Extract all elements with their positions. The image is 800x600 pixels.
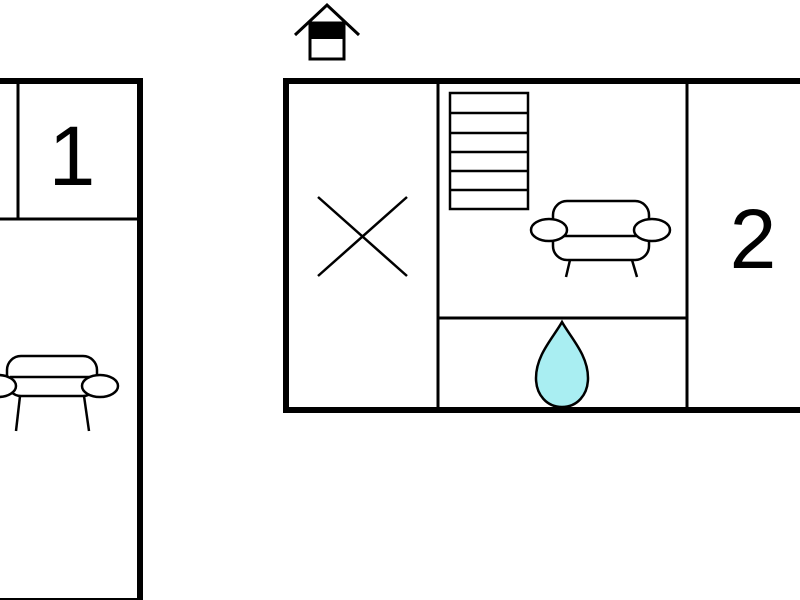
room-1-label: 1 xyxy=(49,109,96,203)
water-drop-icon xyxy=(534,319,590,409)
staircase-icon xyxy=(448,91,530,211)
sofa-icon xyxy=(0,354,120,432)
building-right-wall xyxy=(283,78,800,413)
building-right: 2 xyxy=(283,78,800,413)
room-2-label: 2 xyxy=(730,192,777,286)
building-left-wall xyxy=(0,78,143,600)
cross-icon xyxy=(317,196,408,277)
sofa-icon xyxy=(529,199,672,278)
house-entrance-icon xyxy=(293,2,361,61)
building-left: 1 xyxy=(0,78,143,600)
